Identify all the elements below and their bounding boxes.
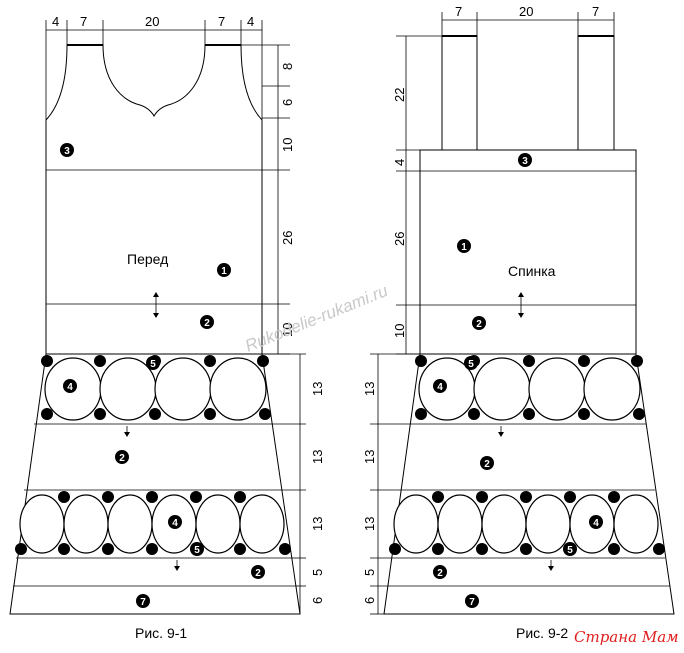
front-dim-top-2: 7 — [80, 14, 87, 29]
back-dim-skirt-3: 13 — [362, 517, 377, 531]
front-dim-top-5: 4 — [247, 14, 254, 29]
svg-text:2: 2 — [484, 459, 490, 470]
badge-marker: 2 — [433, 565, 447, 579]
badge-marker: 4 — [433, 379, 447, 393]
badge-marker: 2 — [200, 315, 214, 329]
front-caption: Рис. 9-1 — [135, 625, 187, 641]
badge-marker: 5 — [563, 542, 577, 556]
watermark: Rukodelie-rukami.ru — [242, 281, 391, 356]
badge-marker: 4 — [63, 379, 77, 393]
front-pattern — [9, 20, 306, 615]
front-badges: 3 1 2 5 4 2 4 5 2 7 — [60, 143, 265, 608]
back-dim-side-2: 4 — [392, 159, 407, 166]
badge-marker: 2 — [480, 456, 494, 470]
svg-text:2: 2 — [204, 318, 210, 329]
back-dim-side-4: 10 — [392, 324, 407, 338]
back-dim-side-1: 22 — [392, 88, 407, 102]
back-badges: 3 1 2 5 4 2 4 5 2 7 — [433, 153, 603, 608]
badge-marker: 4 — [168, 515, 182, 529]
badge-marker: 3 — [60, 143, 74, 157]
back-dim-skirt-2: 13 — [362, 450, 377, 464]
svg-text:7: 7 — [140, 597, 146, 608]
svg-text:1: 1 — [461, 242, 467, 253]
back-dim-skirt-5: 6 — [362, 597, 377, 604]
back-arrows — [498, 292, 554, 571]
back-oval-row-upper — [415, 355, 645, 421]
svg-text:7: 7 — [469, 597, 475, 608]
back-oval-row-lower — [389, 491, 665, 555]
badge-marker: 2 — [472, 316, 486, 330]
back-dim-skirt-4: 5 — [362, 569, 377, 576]
svg-text:4: 4 — [67, 382, 73, 393]
svg-text:3: 3 — [522, 156, 528, 167]
front-dim-skirt-4: 5 — [310, 569, 325, 576]
back-caption: Рис. 9-2 — [516, 625, 568, 641]
back-pattern — [370, 12, 675, 615]
svg-text:5: 5 — [468, 359, 474, 370]
front-part-label: Перед — [127, 251, 168, 267]
back-dim-top-3: 7 — [592, 4, 599, 19]
svg-text:2: 2 — [255, 568, 261, 579]
front-dim-side-1: 8 — [280, 63, 295, 70]
svg-text:5: 5 — [150, 359, 156, 370]
badge-marker: 7 — [465, 594, 479, 608]
svg-text:3: 3 — [64, 146, 70, 157]
svg-text:2: 2 — [119, 453, 125, 464]
front-dim-skirt-1: 13 — [310, 382, 325, 396]
back-dim-top-2: 20 — [519, 4, 533, 19]
svg-text:1: 1 — [221, 266, 227, 277]
back-dim-skirt-1: 13 — [362, 382, 377, 396]
front-dim-side-2: 6 — [280, 99, 295, 106]
badge-marker: 7 — [136, 594, 150, 608]
front-dim-skirt-3: 13 — [310, 517, 325, 531]
svg-text:4: 4 — [172, 518, 178, 529]
site-logo: Страна Мам — [574, 628, 679, 646]
badge-marker: 3 — [518, 153, 532, 167]
badge-marker: 5 — [464, 356, 478, 370]
front-dim-side-4: 26 — [280, 231, 295, 245]
back-dim-side-3: 26 — [392, 232, 407, 246]
svg-text:4: 4 — [437, 382, 443, 393]
badge-marker: 1 — [217, 263, 231, 277]
front-dim-side-3: 10 — [280, 138, 295, 152]
front-arrows — [124, 292, 180, 571]
svg-text:2: 2 — [476, 319, 482, 330]
svg-text:2: 2 — [437, 568, 443, 579]
svg-text:5: 5 — [194, 545, 200, 556]
front-dim-skirt-2: 13 — [310, 450, 325, 464]
back-dim-top-1: 7 — [455, 4, 462, 19]
svg-text:5: 5 — [567, 545, 573, 556]
badge-marker: 4 — [589, 515, 603, 529]
badge-marker: 1 — [457, 239, 471, 253]
front-dim-top-1: 4 — [52, 14, 59, 29]
front-dim-top-3: 20 — [145, 14, 159, 29]
badge-marker: 2 — [251, 565, 265, 579]
front-oval-row-lower — [15, 491, 291, 555]
front-dim-top-4: 7 — [218, 14, 225, 29]
badge-marker: 5 — [190, 542, 204, 556]
back-part-label: Спинка — [508, 263, 556, 279]
badge-marker: 2 — [115, 450, 129, 464]
front-dim-skirt-5: 6 — [310, 597, 325, 604]
badge-marker: 5 — [146, 356, 160, 370]
svg-text:4: 4 — [593, 518, 599, 529]
front-dim-side-5: 10 — [280, 323, 295, 337]
